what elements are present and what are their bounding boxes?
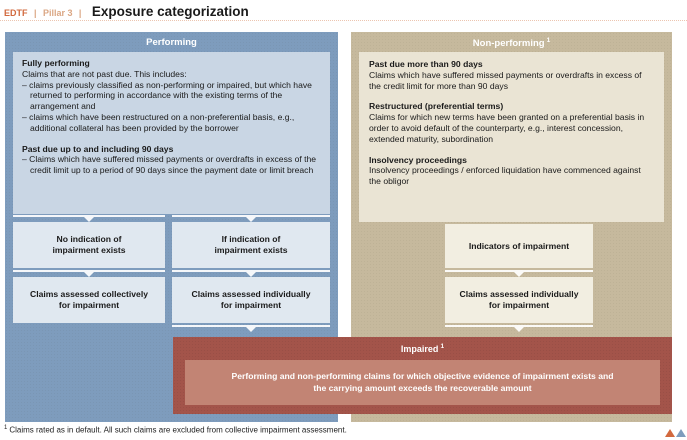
box-claims-assessed-collectively: Claims assessed collectively for impairm… [13, 277, 165, 323]
footnote-text: Claims rated as in default. All such cla… [9, 425, 347, 435]
flow-connector [445, 270, 593, 278]
connector-line [445, 325, 593, 327]
non-performing-description-box: Past due more than 90 days Claims which … [359, 52, 664, 222]
bullet-item: – claims previously classified as non-pe… [22, 79, 312, 112]
flow-box-label: Claims assessed individually for impairm… [459, 289, 579, 310]
box-indicators-of-impairment: Indicators of impairment [445, 224, 593, 268]
connector-line [13, 270, 165, 272]
footnote-reference: 1 [440, 343, 445, 350]
connector-line [13, 215, 165, 217]
down-arrow-icon [246, 217, 256, 222]
down-arrow-icon [246, 327, 256, 332]
bullet-item: – Claims which have suffered missed paym… [22, 154, 317, 176]
footnote-marker: 1 [4, 425, 8, 431]
brand-label: EDTF [4, 8, 28, 18]
flow-box-label: If indication of impairment exists [214, 234, 288, 255]
past-due-90-section: Past due up to and including 90 days – C… [22, 144, 321, 176]
flow-connector [172, 325, 330, 333]
connector-line [172, 270, 330, 272]
bullet-item: – claims which have been restructured on… [22, 111, 295, 133]
page-header: EDTF | Pillar 3 | Exposure categorizatio… [4, 3, 249, 21]
footnote-reference: 1 [546, 37, 551, 44]
page-title: Exposure categorization [91, 4, 249, 19]
section-heading: Fully performing [22, 58, 90, 68]
box-no-indication-of-impairment: No indication of impairment exists [13, 222, 165, 268]
section-label: Pillar 3 [42, 8, 73, 18]
insolvency-section: Insolvency proceedings Insolvency procee… [369, 155, 654, 187]
down-arrow-icon [84, 272, 94, 277]
down-arrow-icon [514, 272, 524, 277]
flow-box-label: Claims assessed collectively for impairm… [29, 289, 148, 310]
box-if-indication-of-impairment: If indication of impairment exists [172, 222, 330, 268]
flow-connector [172, 215, 330, 223]
impaired-description: Performing and non-performing claims for… [185, 360, 660, 405]
past-due-more-90-section: Past due more than 90 days Claims which … [369, 59, 654, 91]
nav-triangle-blue-icon[interactable] [676, 429, 686, 437]
box-claims-assessed-individually-performing: Claims assessed individually for impairm… [172, 277, 330, 323]
nav-triangle-orange-icon[interactable] [665, 429, 675, 437]
flow-box-label: Indicators of impairment [468, 240, 570, 251]
header-divider [0, 20, 687, 21]
fully-performing-section: Fully performing Claims that are not pas… [22, 58, 321, 134]
box-claims-assessed-individually-non-performing: Claims assessed individually for impairm… [445, 277, 593, 323]
restructured-section: Restructured (preferential terms) Claims… [369, 101, 654, 144]
section-intro: Claims that are not past due. This inclu… [22, 68, 187, 79]
flow-connector [13, 215, 165, 223]
flow-box-label: Claims assessed individually for impairm… [191, 289, 311, 310]
section-heading: Restructured (preferential terms) [369, 101, 504, 112]
connector-line [172, 215, 330, 217]
section-body: Claims for which new terms have been gra… [369, 112, 645, 144]
header-separator: | [78, 8, 82, 18]
performing-panel-title: Performing [146, 37, 197, 48]
section-body: Claims which have suffered missed paymen… [369, 69, 642, 91]
flow-connector [13, 270, 165, 278]
section-heading: Insolvency proceedings [369, 154, 467, 165]
connector-line [445, 270, 593, 272]
header-separator: | [33, 8, 37, 18]
section-heading: Past due up to and including 90 days [22, 143, 174, 154]
down-arrow-icon [246, 272, 256, 277]
down-arrow-icon [84, 217, 94, 222]
connector-line [172, 325, 330, 327]
down-arrow-icon [514, 327, 524, 332]
performing-description-box: Fully performing Claims that are not pas… [13, 52, 330, 214]
flow-box-label: No indication of impairment exists [52, 234, 126, 255]
flow-connector [172, 270, 330, 278]
section-body: Insolvency proceedings / enforced liquid… [369, 165, 641, 187]
section-heading: Past due more than 90 days [369, 59, 483, 69]
flow-connector [445, 325, 593, 333]
